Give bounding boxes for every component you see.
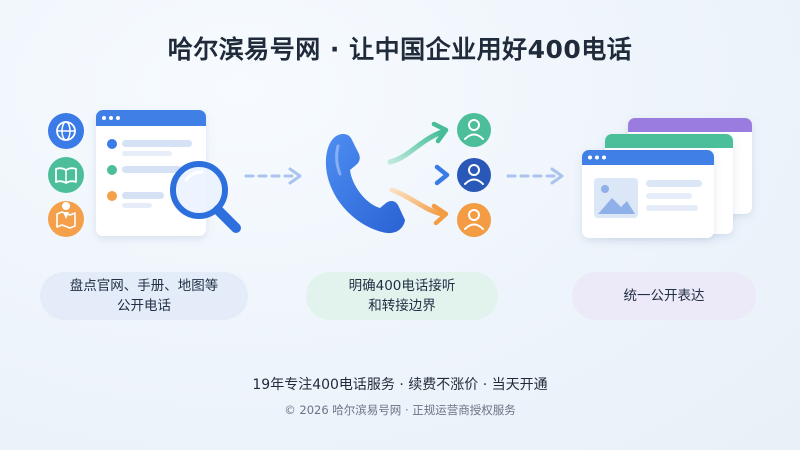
person-icon: [457, 158, 491, 192]
route-arrow-green: [387, 121, 449, 165]
step-card-routing: 明确400电话接听 和转接边界: [306, 272, 498, 320]
magnifier-icon: [170, 161, 241, 233]
phone-icon: [325, 134, 405, 234]
list-bullet: [107, 191, 117, 201]
book-icon: [48, 157, 84, 193]
step-text: 明确400电话接听: [348, 278, 456, 294]
person-icon: [457, 113, 491, 147]
step-text: 统一公开表达: [623, 288, 705, 304]
list-bullet: [107, 165, 117, 175]
list-bullet: [107, 139, 117, 149]
image-icon: [594, 178, 638, 218]
globe-icon: [48, 113, 84, 149]
page-title: 哈尔滨易号网 · 让中国企业用好400电话: [167, 35, 633, 64]
step-card-inventory: 盘点官网、手册、地图等 公开电话: [40, 272, 248, 320]
map-pin-icon: [48, 201, 84, 237]
footer-tagline: 19年专注400电话服务 · 续费不涨价 · 当天开通: [252, 377, 548, 393]
step-card-unify: 统一公开表达: [572, 272, 756, 320]
route-arrow-blue: [389, 164, 450, 186]
arrow-right-icon: [244, 167, 302, 185]
step-text: 公开电话: [117, 298, 171, 314]
step-text: 盘点官网、手册、地图等: [69, 278, 219, 294]
route-arrow-orange: [389, 187, 449, 226]
footer-copyright: © 2026 哈尔滨易号网 · 正规运营商授权服务: [284, 403, 516, 417]
arrow-right-icon: [506, 167, 564, 185]
step-text: 和转接边界: [368, 298, 436, 314]
person-icon: [457, 203, 491, 237]
